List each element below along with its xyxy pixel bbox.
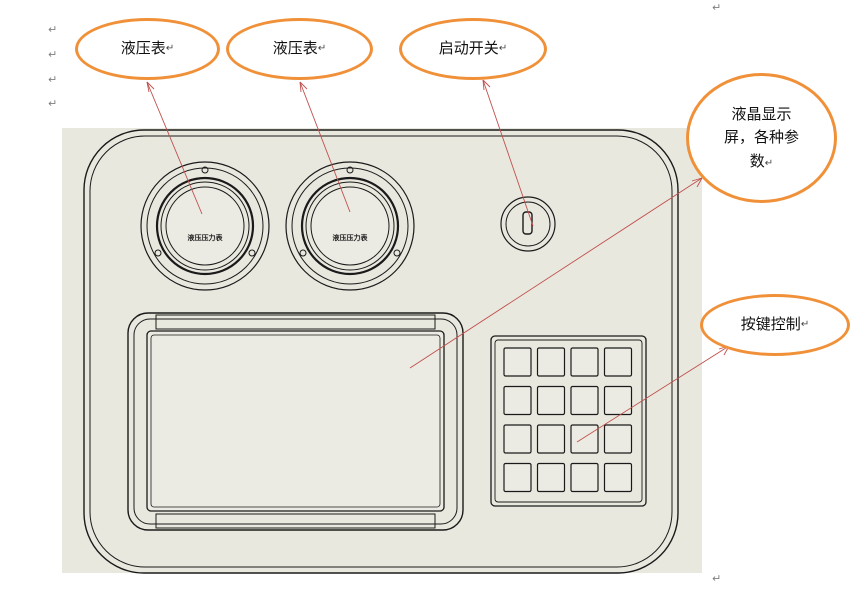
callout-lcd: 液晶显示 屏，各种参 数↵ (686, 73, 837, 203)
leader-lines (146, 79, 730, 443)
callout-right-gauge: 液压表↵ (226, 18, 373, 80)
keypad-key (603, 347, 633, 377)
left-pressure-gauge: 液压压力表 (140, 161, 270, 291)
leader-line-keypad (576, 345, 730, 443)
paragraph-mark: ↵ (48, 73, 58, 86)
callout-lcd-line2: 屏，各种参 (723, 128, 799, 147)
leader-line-right-gauge (299, 81, 351, 213)
paragraph-mark: ↵ (48, 97, 58, 110)
gauge-face-label: 液压压力表 (188, 233, 224, 242)
paragraph-mark: ↵ (317, 43, 327, 55)
callout-lcd-line1: 液晶显示 (731, 105, 792, 124)
paragraph-mark: ↵ (712, 572, 722, 585)
keypad-key (536, 462, 566, 493)
callout-keypad: 按键控制↵ (700, 294, 850, 356)
paragraph-mark: ↵ (48, 23, 58, 36)
keypad-key (536, 347, 566, 377)
keypad-key (536, 424, 566, 454)
gauge-face-label: 液压压力表 (333, 233, 369, 242)
keypad-key (570, 385, 599, 416)
leader-line-left-gauge (146, 81, 203, 215)
right-pressure-gauge: 液压压力表 (285, 161, 415, 291)
callout-start-switch-text: 启动开关 (438, 39, 499, 58)
panel-outline-inner (89, 135, 673, 568)
paragraph-mark: ↵ (498, 43, 508, 55)
keypad-key (603, 462, 633, 493)
callout-lcd-line3: 数 (749, 151, 765, 170)
keypad (490, 335, 647, 507)
keypad-key (603, 424, 633, 454)
paragraph-mark: ↵ (48, 48, 58, 61)
lcd-screen (127, 312, 464, 531)
keypad-key (503, 424, 532, 454)
paragraph-mark: ↵ (165, 43, 175, 55)
keypad-key (570, 462, 599, 493)
keypad-key (603, 385, 633, 416)
callout-right-gauge-text: 液压表 (272, 39, 318, 58)
paragraph-mark: ↵ (712, 1, 722, 14)
callout-keypad-text: 按键控制 (740, 315, 801, 334)
keypad-key (503, 385, 532, 416)
callout-left-gauge-text: 液压表 (120, 39, 166, 58)
callout-left-gauge: 液压表↵ (75, 18, 220, 80)
keypad-key (503, 347, 532, 377)
callout-start-switch: 启动开关↵ (399, 18, 547, 80)
keypad-key (570, 347, 599, 377)
keypad-key (503, 462, 532, 493)
keypad-key (570, 424, 599, 454)
leader-line-lcd (409, 177, 703, 369)
paragraph-mark: ↵ (800, 319, 810, 331)
leader-line-start-switch (482, 79, 534, 227)
start-switch (500, 196, 556, 252)
keypad-key (536, 385, 566, 416)
paragraph-mark: ↵ (764, 157, 774, 169)
